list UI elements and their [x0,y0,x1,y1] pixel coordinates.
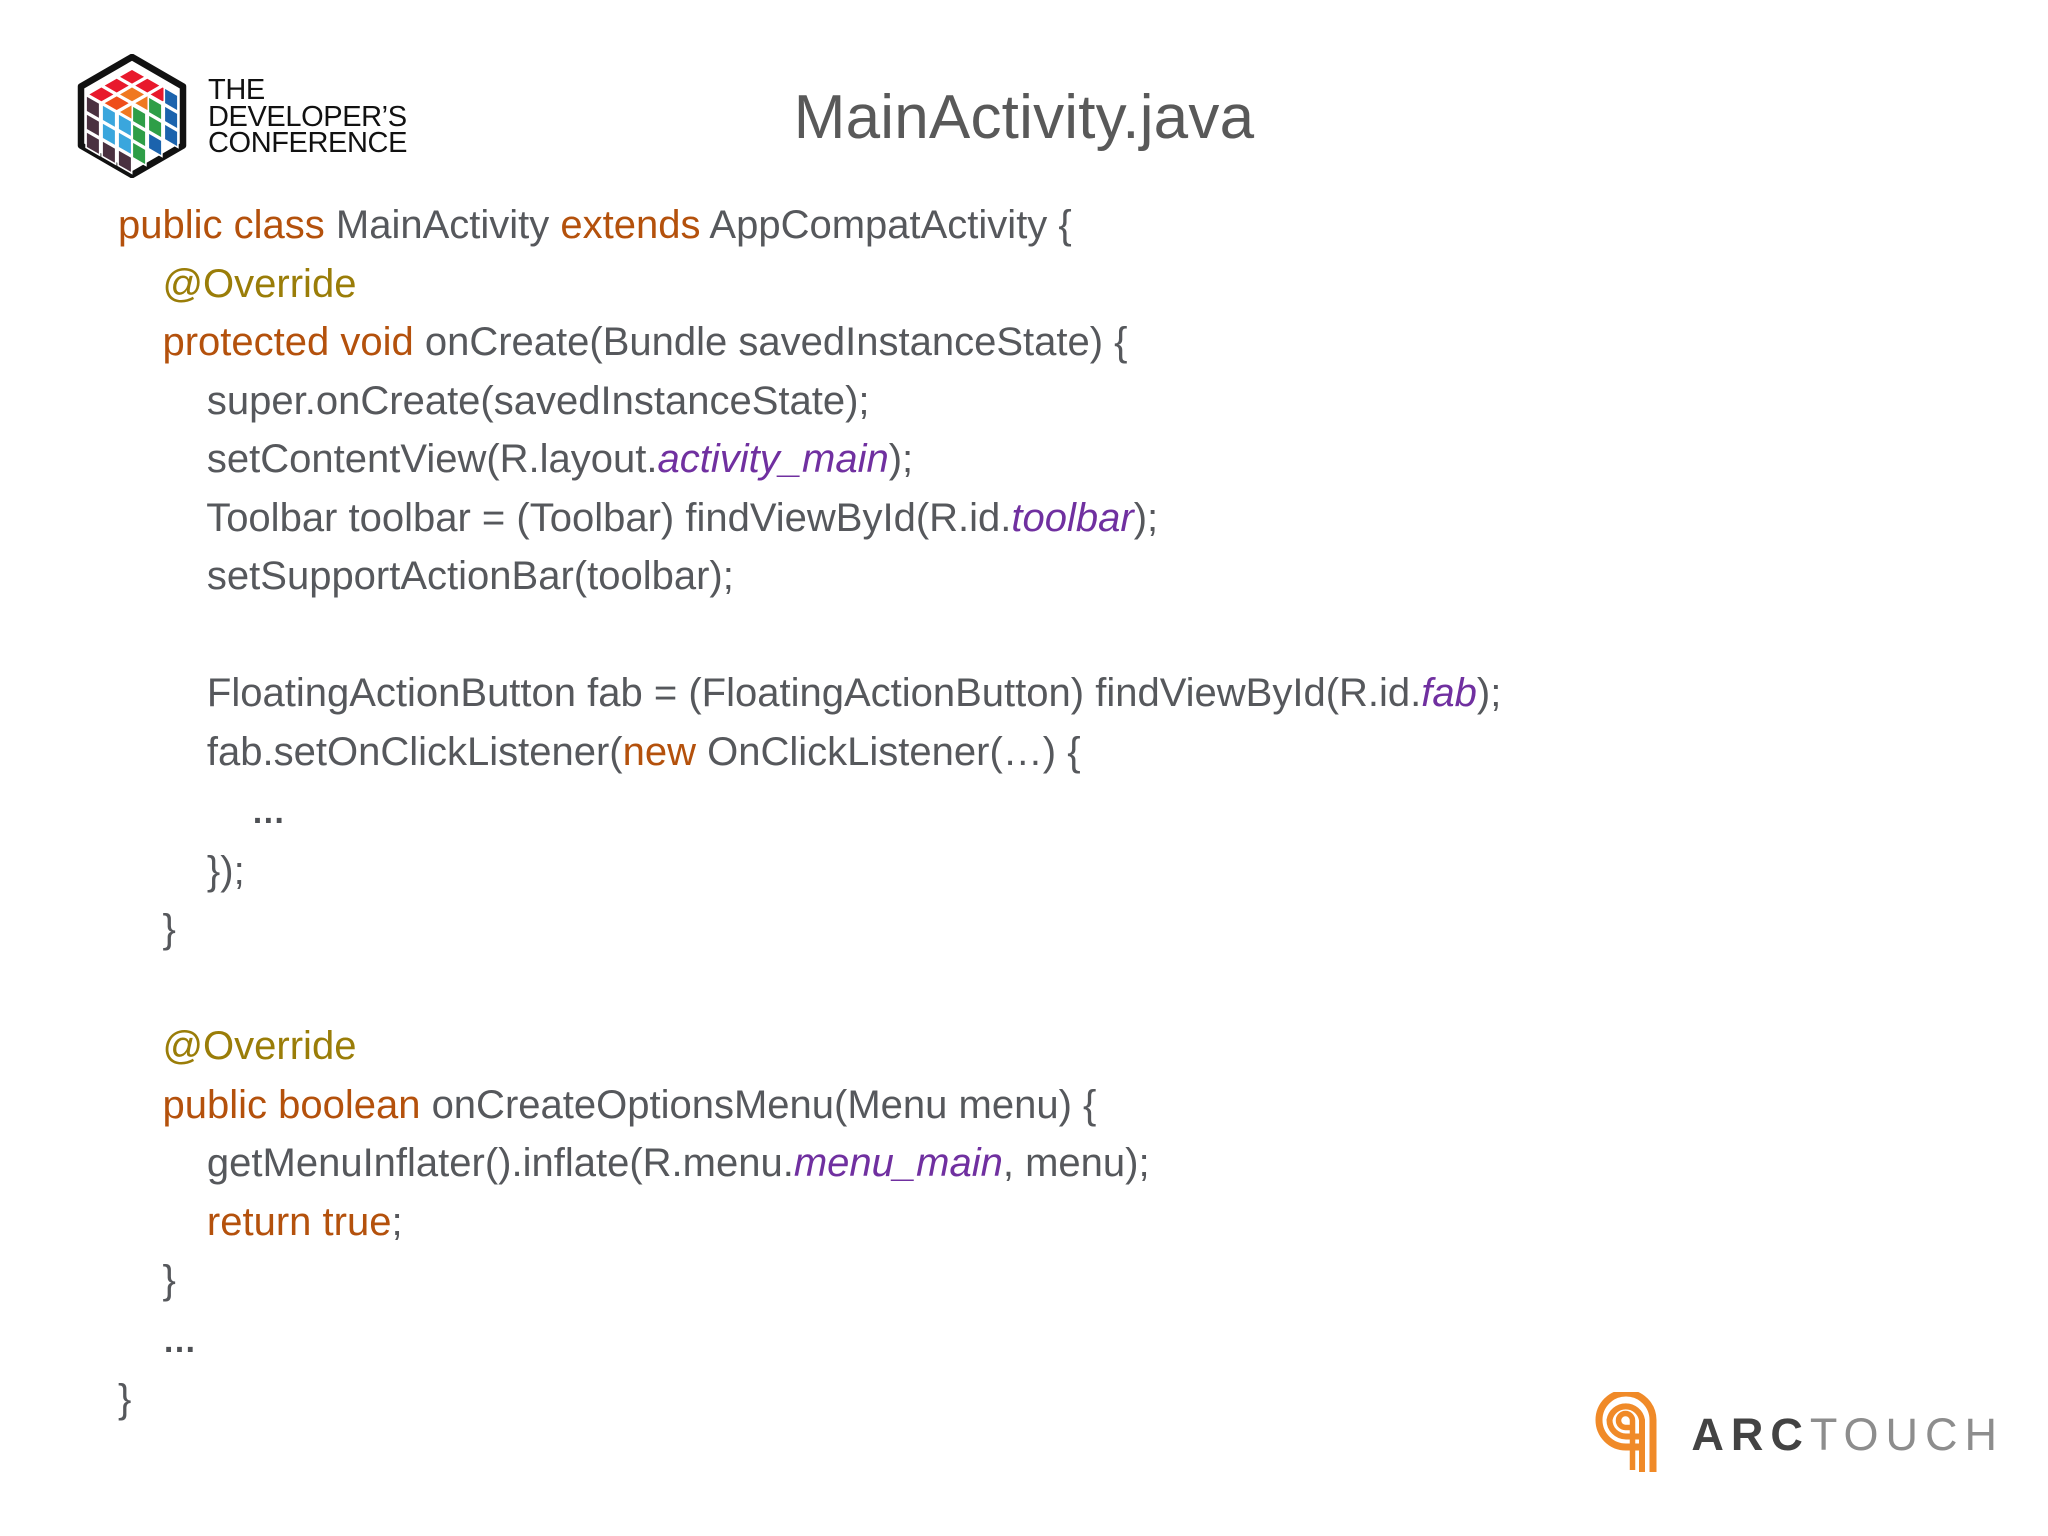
code-token-ellipsis: … [251,793,290,831]
code-token-kw: public class [118,203,336,247]
code-token-kw: return true [206,1199,392,1244]
code-indent [118,437,207,481]
tdc-cube-icon [77,54,187,178]
code-token-pl: fab.setOnClickListener( [206,729,623,774]
code-line: … [118,781,1988,842]
code-token-ann: @Override [162,1024,357,1068]
code-indent [118,554,207,598]
code-token-kw: extends [560,203,710,247]
code-token-ellipsis: … [162,1321,201,1360]
code-token-pl: FloatingActionButton fab = (FloatingActi… [206,671,1422,715]
code-token-pl: ); [1476,671,1502,715]
code-line: @Override [118,255,1988,314]
code-token-kw: protected void [162,320,425,364]
code-token-pl: setContentView(R.layout. [206,437,658,481]
code-line: @Override [118,1017,1988,1076]
code-line [118,959,1988,1018]
code-indent [118,907,162,951]
code-token-pl: ); [888,437,914,481]
code-token-pl: }); [206,848,245,893]
code-token-pl: onCreateOptionsMenu(Menu menu) { [431,1082,1097,1127]
code-token-res: fab [1421,671,1477,715]
tdc-wordmark: THE DEVELOPER’S CONFERENCE [208,73,408,160]
code-line: Toolbar toolbar = (Toolbar) findViewById… [118,489,1988,548]
code-indent [118,262,162,306]
code-line: setSupportActionBar(toolbar); [118,547,1988,606]
code-line: } [118,900,1988,959]
code-indent [118,849,207,893]
code-token-pl: getMenuInflater().inflate(R.menu. [206,1141,794,1185]
arctouch-wordmark: ARC TOUCH [1691,1409,2004,1461]
code-line: } [118,1251,1988,1310]
code-token-res: toolbar [1011,495,1134,540]
code-listing: public class MainActivity extends AppCom… [118,196,1988,1429]
tdc-wordmark-line2: DEVELOPER’S [208,100,407,133]
page-title: MainActivity.java [793,83,1255,152]
code-token-pl: ; [391,1199,403,1244]
code-token-res: activity_main [657,437,889,481]
code-line: return true; [118,1193,1988,1252]
code-token-pl: super.onCreate(savedInstanceState); [206,378,870,423]
tdc-wordmark-line1: THE [208,73,265,106]
code-line: protected void onCreate(Bundle savedInst… [118,313,1988,372]
code-line: FloatingActionButton fab = (FloatingActi… [118,664,1988,723]
code-indent [118,1141,207,1185]
code-indent [118,1083,162,1127]
code-line: setContentView(R.layout.activity_main); [118,430,1988,489]
code-token-pl: , menu); [1002,1141,1150,1185]
code-token-res: menu_main [793,1141,1003,1185]
code-token-pl: OnClickListener(…) { [696,729,1081,774]
code-indent [118,1258,162,1302]
code-line: public boolean onCreateOptionsMenu(Menu … [118,1076,1988,1135]
tdc-logo: THE DEVELOPER’S CONFERENCE [76,54,407,178]
code-token-pl: MainActivity [335,203,561,247]
arctouch-logo: ARC TOUCH [1587,1392,2004,1478]
arctouch-word-arc: ARC [1691,1409,1810,1460]
code-token-pl: AppCompatActivity { [709,203,1072,247]
code-indent [118,320,162,364]
code-token-kw: new [622,729,697,774]
code-line: super.onCreate(savedInstanceState); [118,372,1988,431]
code-indent [118,671,207,715]
code-token-pl: } [162,907,176,951]
code-token-pl: ); [1133,495,1159,540]
code-token-pl: onCreate(Bundle savedInstanceState) { [424,320,1128,364]
code-line: public class MainActivity extends AppCom… [118,196,1988,255]
code-line: getMenuInflater().inflate(R.menu.menu_ma… [118,1134,1988,1193]
code-indent [118,788,251,832]
arctouch-word-touch: TOUCH [1809,1409,2004,1460]
code-line: } [118,1370,1988,1429]
code-token-pl: } [162,1258,176,1302]
code-indent [118,379,207,423]
code-indent [118,1024,162,1068]
code-indent [118,496,206,540]
arctouch-spiral-a-icon [1595,1392,1657,1472]
code-token-ann: @Override [162,261,357,306]
code-token-kw: public boolean [162,1082,432,1127]
code-line: fab.setOnClickListener(new OnClickListen… [118,723,1988,782]
code-line: }); [118,842,1988,901]
code-token-pl: } [118,1377,132,1421]
code-indent [118,1317,162,1361]
code-indent [118,730,207,774]
code-indent [118,1200,207,1244]
code-token-pl: setSupportActionBar(toolbar); [206,554,734,598]
code-line: … [118,1310,1988,1371]
code-line [118,606,1988,665]
code-token-pl: Toolbar toolbar = (Toolbar) findViewById… [206,495,1012,540]
tdc-wordmark-line3: CONFERENCE [208,127,408,160]
